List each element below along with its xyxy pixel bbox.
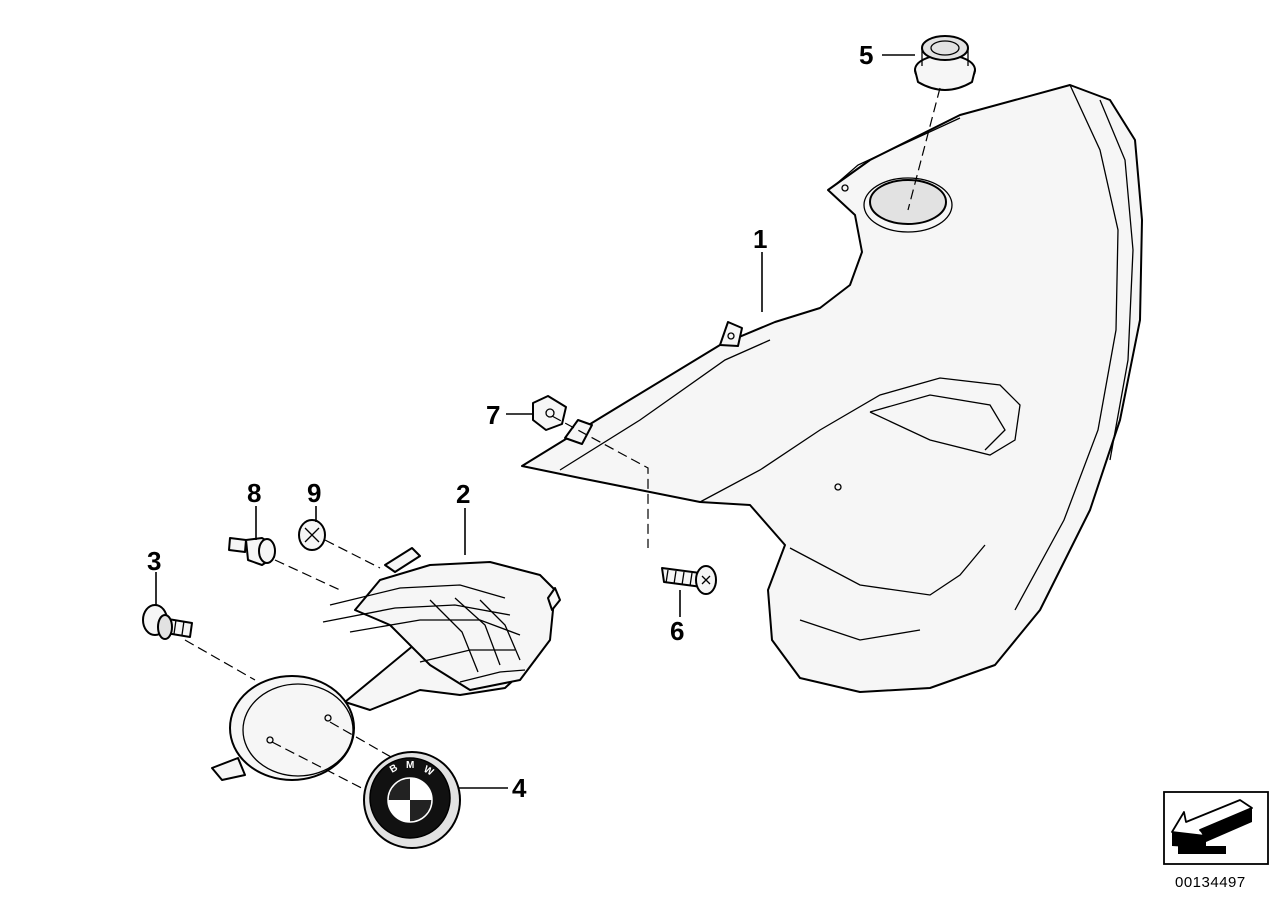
callout-9: 9 (307, 478, 321, 508)
part-2-grille[interactable] (322, 547, 561, 711)
emblem-letter-m: M (406, 760, 414, 771)
emblem-letter-b: B (388, 762, 400, 775)
part-7-6-assembly-line (551, 415, 649, 548)
part-5-grommet[interactable] (914, 35, 976, 91)
direction-arrow-icon (1163, 791, 1269, 865)
callout-5: 5 (859, 40, 873, 70)
callout-1: 1 (753, 224, 767, 254)
part-3-screw[interactable] (142, 604, 193, 640)
part-6-screw[interactable] (661, 565, 717, 595)
part-5-assembly-line (907, 87, 941, 211)
callout-2: 2 (456, 479, 470, 509)
part-9-assembly-line (324, 539, 381, 569)
callout-6: 6 (670, 616, 684, 646)
callout-7: 7 (486, 400, 500, 430)
part-4-emblem[interactable]: B M W (363, 751, 461, 849)
callout-3: 3 (147, 546, 161, 576)
part-1-fairing[interactable] (521, 84, 1143, 693)
part-7-clip-nut[interactable] (532, 395, 567, 431)
reference-number: 00134497 (1175, 874, 1246, 891)
callout-4: 4 (512, 773, 527, 803)
part-9-speed-nut[interactable] (298, 519, 326, 551)
part-4-housing[interactable] (211, 675, 355, 781)
part-8-bush[interactable] (228, 537, 276, 566)
part-8-assembly-line (274, 559, 341, 591)
part-3-assembly-line (184, 639, 256, 681)
callout-8: 8 (247, 478, 261, 508)
